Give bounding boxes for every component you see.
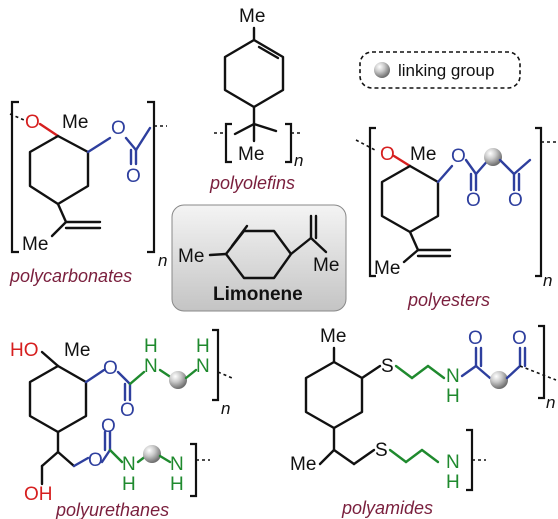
polyamide-carbonyl-oxygen-1: O bbox=[468, 328, 483, 349]
polyester-carbonyl-oxygen-2: O bbox=[508, 190, 523, 211]
polyamide-sulfur-2: S bbox=[375, 440, 388, 461]
polyester-ester-oxygen: O bbox=[451, 146, 466, 167]
polyolefin-chain-methyl: Me bbox=[238, 144, 264, 165]
polyurethanes-label: polyurethanes bbox=[55, 500, 169, 519]
polycarbonate-ester-oxygen: O bbox=[111, 118, 126, 139]
polyurethane-carbonyl-oxygen-2: O bbox=[101, 416, 116, 437]
polyurethane-hydroxyl-bottom: OH bbox=[24, 484, 53, 505]
polyurethane-nitrogen-4: N bbox=[170, 454, 184, 475]
limonene-methyl-right: Me bbox=[313, 255, 339, 276]
polyamide-hydrogen-2: H bbox=[446, 472, 460, 493]
polyurethane-structure: HO Me O O N H N H n OH O O N H bbox=[10, 328, 233, 519]
polycarbonate-structure: O Me O O Me n polycarbonates bbox=[9, 100, 167, 286]
polyester-isopropenyl-methyl: Me bbox=[374, 258, 400, 279]
limonene-methyl-left: Me bbox=[178, 246, 204, 267]
polyamide-sulfur-1: S bbox=[381, 356, 394, 377]
linking-group-sphere-icon bbox=[374, 62, 390, 78]
polyesters-label: polyesters bbox=[407, 290, 490, 310]
polyamide-repeat-n: n bbox=[546, 393, 555, 412]
limonene-label: Limonene bbox=[213, 284, 303, 305]
legend-label: linking group bbox=[398, 61, 494, 80]
polyurethane-ester-oxygen-2: O bbox=[88, 450, 103, 471]
polyamide-chain-methyl: Me bbox=[290, 454, 316, 475]
legend: linking group bbox=[359, 51, 521, 89]
polyolefin-methyl: Me bbox=[239, 6, 265, 27]
polyurethane-repeat-n-1: n bbox=[221, 399, 230, 418]
polycarbonates-label: polycarbonates bbox=[9, 266, 132, 286]
polyurethane-hydrogen-1: H bbox=[144, 336, 158, 357]
polyamide-nitrogen-1: N bbox=[446, 366, 460, 387]
polyurethane-linking-sphere-icon-2 bbox=[143, 445, 161, 463]
polyolefins-label: polyolefins bbox=[209, 173, 295, 193]
polyamide-hydrogen-1: H bbox=[446, 386, 460, 407]
polyurethane-linking-sphere-icon-1 bbox=[169, 371, 187, 389]
polyester-methyl: Me bbox=[410, 144, 436, 165]
polyurethane-nitrogen-1: N bbox=[144, 356, 158, 377]
polycarbonate-isopropenyl-methyl: Me bbox=[22, 234, 48, 255]
polyester-linking-sphere-icon bbox=[484, 148, 502, 166]
polyurethane-methyl: Me bbox=[64, 340, 90, 361]
polyurethane-hydrogen-3: H bbox=[122, 474, 136, 495]
polyamide-nitrogen-2: N bbox=[446, 452, 460, 473]
polyurethane-nitrogen-3: N bbox=[122, 454, 136, 475]
polycarbonate-methyl: Me bbox=[62, 112, 88, 133]
polycarbonate-repeat-n: n bbox=[158, 251, 167, 270]
polyurethane-nitrogen-2: N bbox=[196, 356, 210, 377]
polyamide-ring-methyl: Me bbox=[320, 326, 346, 347]
polyurethane-hydrogen-4: H bbox=[170, 474, 184, 495]
polyolefin-repeat-n: n bbox=[294, 151, 303, 170]
polyamides-label: polyamides bbox=[341, 498, 433, 518]
polyolefin-structure: Me Me n polyolefins bbox=[209, 6, 303, 193]
polyurethane-ester-oxygen-1: O bbox=[103, 358, 118, 379]
polyurethane-hydrogen-2: H bbox=[196, 336, 210, 357]
polyamide-carbonyl-oxygen-2: O bbox=[512, 328, 527, 349]
polyurethane-hydroxyl-top: HO bbox=[10, 340, 39, 361]
limonene-box: Me Me Limonene bbox=[171, 204, 347, 312]
polyester-structure: O Me O O O Me n polyesters bbox=[355, 126, 556, 310]
polycarbonate-carbonyl-oxygen: O bbox=[126, 166, 141, 187]
polyester-carbonyl-oxygen-1: O bbox=[466, 190, 481, 211]
polyester-repeat-n: n bbox=[543, 271, 552, 290]
polyamide-linking-sphere-icon bbox=[490, 371, 508, 389]
polyurethane-carbonyl-oxygen-1: O bbox=[120, 400, 135, 421]
polyester-ether-oxygen: O bbox=[380, 144, 395, 165]
polyamide-structure: Me S N H O O n Me S N H po bbox=[290, 324, 557, 518]
polycarbonate-ether-oxygen: O bbox=[25, 112, 40, 133]
